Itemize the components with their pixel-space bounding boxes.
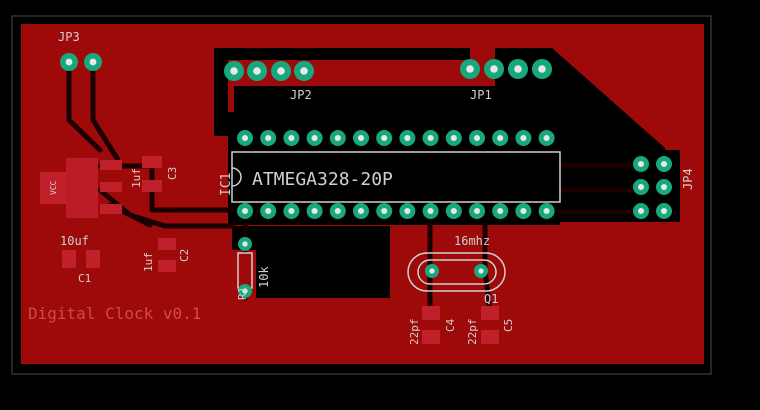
reg-body <box>66 158 98 218</box>
q1-value-label: 16mhz <box>454 234 490 248</box>
ic1-pin-2-hole <box>265 207 272 215</box>
jp1-pin-2-hole <box>490 65 498 73</box>
smd-parts <box>40 156 499 344</box>
c2-pad-bottom <box>158 260 176 272</box>
ic1-pin-8-hole <box>404 207 411 215</box>
ic1-pin-1-hole <box>241 207 249 215</box>
q1-ref-label: Q1 <box>484 292 498 306</box>
c1-pad-right <box>86 250 100 268</box>
c1-ref-label: C1 <box>78 272 91 285</box>
ic1-pin-24-hole <box>334 134 341 142</box>
reg-tab <box>40 172 66 204</box>
q1-outline <box>407 252 506 292</box>
jp4-pin-5-hole <box>637 207 645 215</box>
ic1-pin-13-hole <box>520 207 527 215</box>
reg-pin-2 <box>100 182 122 192</box>
r1-pin-2-hole <box>242 288 248 294</box>
jp4-pin-3-hole <box>637 183 645 191</box>
reg-pin-1 <box>100 160 122 170</box>
c5-pad-bottom <box>481 330 499 344</box>
ic1-pin-3-hole <box>288 207 295 215</box>
ic1-pin-18-hole <box>473 134 481 142</box>
c1-pad-left <box>62 250 76 268</box>
c2-value-label: 1uf <box>142 252 155 272</box>
c3-pad-bottom <box>142 180 162 192</box>
jp1-pin-3-hole <box>514 65 522 73</box>
c5-pad-top <box>481 306 499 320</box>
ic1-pin-9-hole <box>427 207 434 215</box>
jp2-pin-1-hole <box>230 67 238 75</box>
jp4-pin-1-hole <box>637 160 645 168</box>
board-title: Digital Clock v0.1 <box>28 304 201 323</box>
q1-pin-2-hole <box>478 268 484 274</box>
ic1-pin-12-hole <box>497 207 504 215</box>
jp1-ref-label: JP1 <box>470 88 492 102</box>
ic1-pin-7-hole <box>381 207 388 215</box>
c3-pad-top <box>142 156 162 168</box>
jp3-ref-label: JP3 <box>58 30 80 44</box>
jp4-ref-label: JP4 <box>681 168 695 190</box>
jp1-pin-4-hole <box>538 65 546 73</box>
ic1-pin-11-hole <box>473 207 481 215</box>
silkscreen <box>231 151 561 292</box>
reg-pin-3 <box>100 204 122 214</box>
ic1-pin-17-hole <box>497 134 504 142</box>
q1-inner <box>417 259 497 285</box>
ic1-pin-27-hole <box>265 134 272 142</box>
ic1-pin-23-hole <box>357 134 365 142</box>
jp2-pin-3-hole <box>277 67 285 75</box>
ic1-pin-19-hole <box>450 134 457 142</box>
ic1-outline <box>231 151 561 203</box>
ic1-ref-label: IC1 <box>219 173 234 196</box>
jp3-pin-2-hole <box>89 58 97 66</box>
c1-value-label: 10uf <box>60 234 89 248</box>
c2-ref-label: C2 <box>178 249 191 262</box>
ic1-pin-5-hole <box>334 207 341 215</box>
c4-pad-bottom <box>422 330 440 344</box>
ic1-pin-4-hole <box>311 207 318 215</box>
c5-ref-label: C5 <box>502 319 515 332</box>
ic1-pin-10-hole <box>450 207 457 215</box>
ic1-pin-25-hole <box>311 134 318 142</box>
silk-labels: ATMEGA328-20P IC1 JP3 JP2 JP1 JP4 10k R1… <box>28 30 695 345</box>
c4-ref-label: C4 <box>444 318 457 332</box>
c4-value-label: 22pf <box>408 319 421 346</box>
ic1-value-label: ATMEGA328-20P <box>252 169 393 190</box>
jp2-pin-2-hole <box>253 67 261 75</box>
jp4-pin-4-hole <box>660 183 668 191</box>
ic1-pin-21-hole <box>404 134 411 142</box>
r1-pin-1-hole <box>242 241 248 247</box>
reg-ref-label: VCC <box>49 180 58 195</box>
c2-pad-top <box>158 238 176 250</box>
q1-pin-1-hole <box>429 268 435 274</box>
c5-value-label: 22pf <box>466 319 479 346</box>
through-hole-pads <box>60 53 672 298</box>
c3-value-label: 1uf <box>130 168 143 188</box>
ic1-pin-26-hole <box>288 134 295 142</box>
ic1-pin-22-hole <box>381 134 388 142</box>
ic1-pin-14-hole <box>543 207 550 215</box>
jp2-ref-label: JP2 <box>290 88 312 102</box>
c4-pad-top <box>422 306 440 320</box>
ic1-pin-15-hole <box>543 134 550 142</box>
c3-ref-label: C3 <box>166 167 179 180</box>
jp4-pin-2-hole <box>660 160 668 168</box>
jp2-pin-4-hole <box>300 67 308 75</box>
r1-ref-label: R1 <box>236 287 249 300</box>
ic1-pin-16-hole <box>520 134 527 142</box>
jp1-pin-1-hole <box>466 65 474 73</box>
ic1-pin-6-hole <box>357 207 365 215</box>
jp3-pin-1-hole <box>65 58 73 66</box>
jp4-pin-6-hole <box>660 207 668 215</box>
r1-value-label: 10k <box>257 266 271 288</box>
board-outline <box>11 15 712 375</box>
ic1-pin-20-hole <box>427 134 434 142</box>
ic1-pin-28-hole <box>241 134 249 142</box>
